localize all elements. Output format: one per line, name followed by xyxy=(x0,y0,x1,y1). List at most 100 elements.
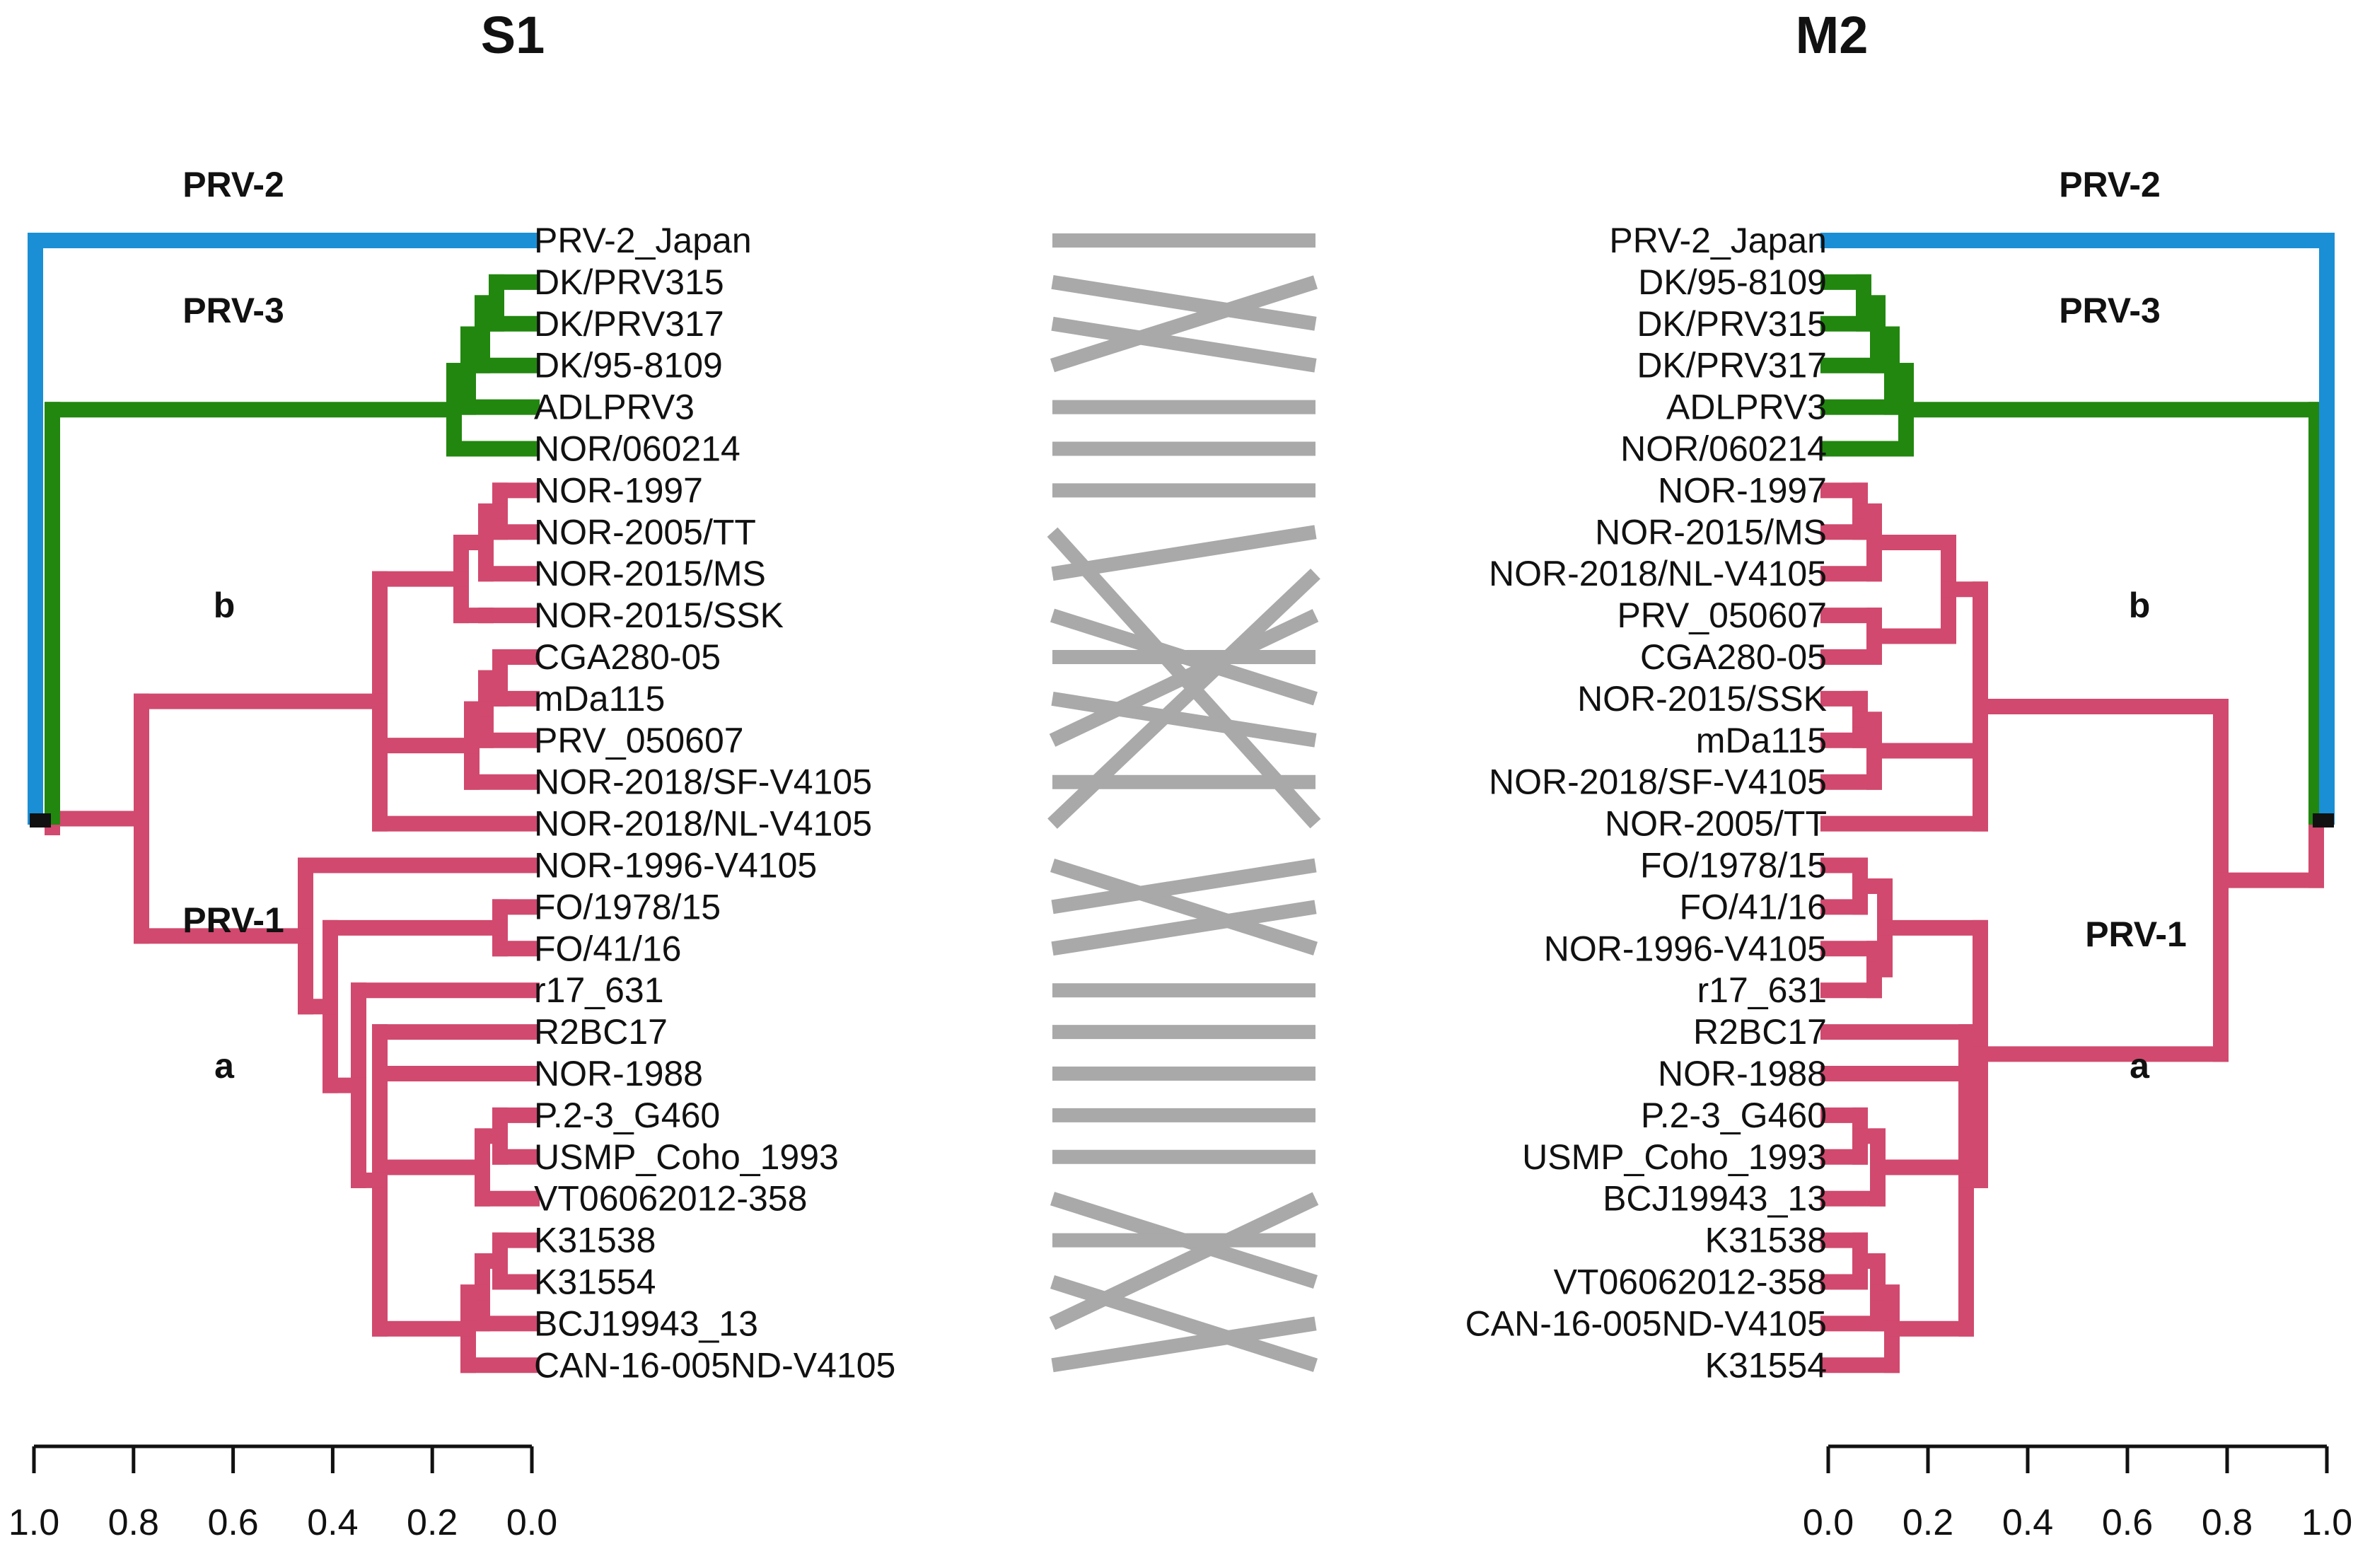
left-axis-tick-label: 0.4 xyxy=(307,1502,358,1543)
right-scale-axis: 0.0 0.2 0.4 0.6 0.8 1.0 xyxy=(1803,1444,2352,1543)
tanglegram-connector xyxy=(1050,275,1318,373)
right-label-prv2: PRV-2 xyxy=(2059,165,2161,204)
right-tip-label: PRV-2_Japan xyxy=(1609,221,1827,260)
right-tip-label: NOR-2005/TT xyxy=(1605,804,1827,844)
right-tip-label: BCJ19943_13 xyxy=(1603,1179,1827,1219)
tanglegram-connector xyxy=(1050,858,1318,956)
left-tip-label: CAN-16-005ND-V4105 xyxy=(534,1345,895,1385)
right-label-b: b xyxy=(2129,586,2151,625)
left-tip-label: NOR-2018/NL-V4105 xyxy=(534,804,872,844)
tanglegram-connector xyxy=(1049,609,1319,747)
left-axis-tick-label: 0.6 xyxy=(207,1502,258,1543)
left-dendrogram xyxy=(28,233,540,1374)
right-tip-label: VT06062012-358 xyxy=(1554,1262,1827,1302)
right-tip-label: NOR-2018/NL-V4105 xyxy=(1489,554,1827,593)
left-tip-label: NOR-2005/TT xyxy=(534,512,756,552)
right-label-prv1: PRV-1 xyxy=(2085,914,2187,954)
left-tip-label: NOR-1997 xyxy=(534,470,703,510)
right-root-node xyxy=(2313,813,2334,827)
tanglegram-connector xyxy=(1051,316,1317,373)
left-tip-label: NOR-2018/SF-V4105 xyxy=(534,762,872,802)
right-tip-label: FO/1978/15 xyxy=(1640,846,1827,885)
left-tip-label: mDa115 xyxy=(534,679,665,719)
tanglegram-connector xyxy=(1051,692,1317,748)
right-tip-label: P.2-3_G460 xyxy=(1641,1096,1827,1135)
left-tip-label: PRV-2_Japan xyxy=(534,221,752,260)
left-tip-label: VT06062012-358 xyxy=(534,1179,807,1219)
right-panel-title: M2 xyxy=(1796,6,1869,64)
left-tip-label: NOR/060214 xyxy=(534,429,740,469)
tanglegram-connectors xyxy=(1047,233,1321,1373)
left-root-node xyxy=(30,813,51,827)
left-tip-label: CGA280-05 xyxy=(534,637,721,677)
right-label-prv3: PRV-3 xyxy=(2059,291,2161,330)
left-tip-label: NOR-1988 xyxy=(534,1054,703,1093)
right-axis-tick-label: 0.2 xyxy=(1903,1502,1953,1543)
left-axis-tick-label: 0.2 xyxy=(407,1502,458,1543)
tanglegram-connector xyxy=(1047,568,1320,829)
left-clade-labels: PRV-2 PRV-3 b PRV-1 a xyxy=(182,165,284,1086)
left-tip-label: ADLPRV3 xyxy=(534,388,695,427)
left-tip-label: K31538 xyxy=(534,1221,656,1260)
right-tip-label: DK/95-8109 xyxy=(1638,262,1827,302)
left-tip-label: NOR-1996-V4105 xyxy=(534,846,817,885)
left-axis-tick-label: 0.8 xyxy=(108,1502,159,1543)
left-tip-label: NOR-2015/MS xyxy=(534,554,766,593)
left-label-prv3: PRV-3 xyxy=(182,291,284,330)
left-tip-label: NOR-2015/SSK xyxy=(534,596,784,635)
left-tip-label: USMP_Coho_1993 xyxy=(534,1137,839,1177)
left-axis-tick-label: 1.0 xyxy=(8,1502,59,1543)
right-tip-label: PRV_050607 xyxy=(1617,596,1827,635)
left-label-a: a xyxy=(214,1046,235,1086)
right-tip-label: DK/PRV315 xyxy=(1637,304,1827,344)
left-tip-label: PRV_050607 xyxy=(534,721,744,760)
right-tip-label: NOR-2015/MS xyxy=(1595,512,1827,552)
right-tip-label: NOR-2018/SF-V4105 xyxy=(1489,762,1827,802)
right-dendrogram xyxy=(1820,233,2335,1374)
right-axis-tick-label: 1.0 xyxy=(2301,1502,2352,1543)
right-tip-label: K31554 xyxy=(1705,1345,1827,1385)
left-tip-label: DK/PRV315 xyxy=(534,262,724,302)
tanglegram-connector xyxy=(1051,900,1317,956)
left-label-b: b xyxy=(214,586,236,625)
right-tip-label: K31538 xyxy=(1705,1221,1827,1260)
left-label-prv1: PRV-1 xyxy=(182,900,284,940)
right-tip-label: NOR/060214 xyxy=(1620,429,1827,469)
left-tip-label: FO/1978/15 xyxy=(534,887,721,927)
right-tip-label: NOR-2015/SSK xyxy=(1577,679,1827,719)
right-tip-label: FO/41/16 xyxy=(1680,887,1827,927)
right-tip-label: NOR-1997 xyxy=(1658,470,1827,510)
tanglegram-connector xyxy=(1049,1192,1319,1330)
right-tip-label: mDa115 xyxy=(1696,721,1827,760)
right-tip-label: USMP_Coho_1993 xyxy=(1522,1137,1827,1177)
left-tip-labels: PRV-2_JapanDK/PRV315DK/PRV317DK/95-8109A… xyxy=(534,221,895,1385)
right-tip-label: ADLPRV3 xyxy=(1666,388,1827,427)
right-tip-label: CGA280-05 xyxy=(1640,637,1827,677)
right-tip-label: NOR-1988 xyxy=(1658,1054,1827,1093)
right-axis-tick-label: 0.0 xyxy=(1803,1502,1854,1543)
left-panel-title: S1 xyxy=(481,6,545,64)
left-axis-tick-label: 0.0 xyxy=(506,1502,557,1543)
right-tip-labels: PRV-2_JapanDK/95-8109DK/PRV315DK/PRV317A… xyxy=(1465,221,1827,1385)
right-label-a: a xyxy=(2130,1046,2150,1086)
right-axis-tick-label: 0.4 xyxy=(2002,1502,2053,1543)
tanglegram-connector xyxy=(1051,275,1317,331)
left-tip-label: r17_631 xyxy=(534,970,664,1010)
left-tip-label: P.2-3_G460 xyxy=(534,1096,720,1135)
right-tip-label: R2BC17 xyxy=(1693,1012,1827,1052)
right-tip-label: NOR-1996-V4105 xyxy=(1544,929,1827,968)
right-tip-label: DK/PRV317 xyxy=(1637,346,1827,385)
left-tip-label: DK/PRV317 xyxy=(534,304,724,344)
right-tip-label: CAN-16-005ND-V4105 xyxy=(1465,1303,1827,1343)
right-axis-tick-label: 0.8 xyxy=(2202,1502,2253,1543)
tanglegram-connector xyxy=(1051,1316,1317,1373)
right-tip-label: r17_631 xyxy=(1697,970,1828,1010)
left-tip-label: K31554 xyxy=(534,1262,656,1302)
tanglegram-connector xyxy=(1051,858,1317,914)
tanglegram-connector xyxy=(1051,525,1317,581)
left-tip-label: BCJ19943_13 xyxy=(534,1303,758,1343)
left-tip-label: FO/41/16 xyxy=(534,929,681,968)
right-axis-tick-label: 0.6 xyxy=(2102,1502,2153,1543)
left-tip-label: R2BC17 xyxy=(534,1012,668,1052)
